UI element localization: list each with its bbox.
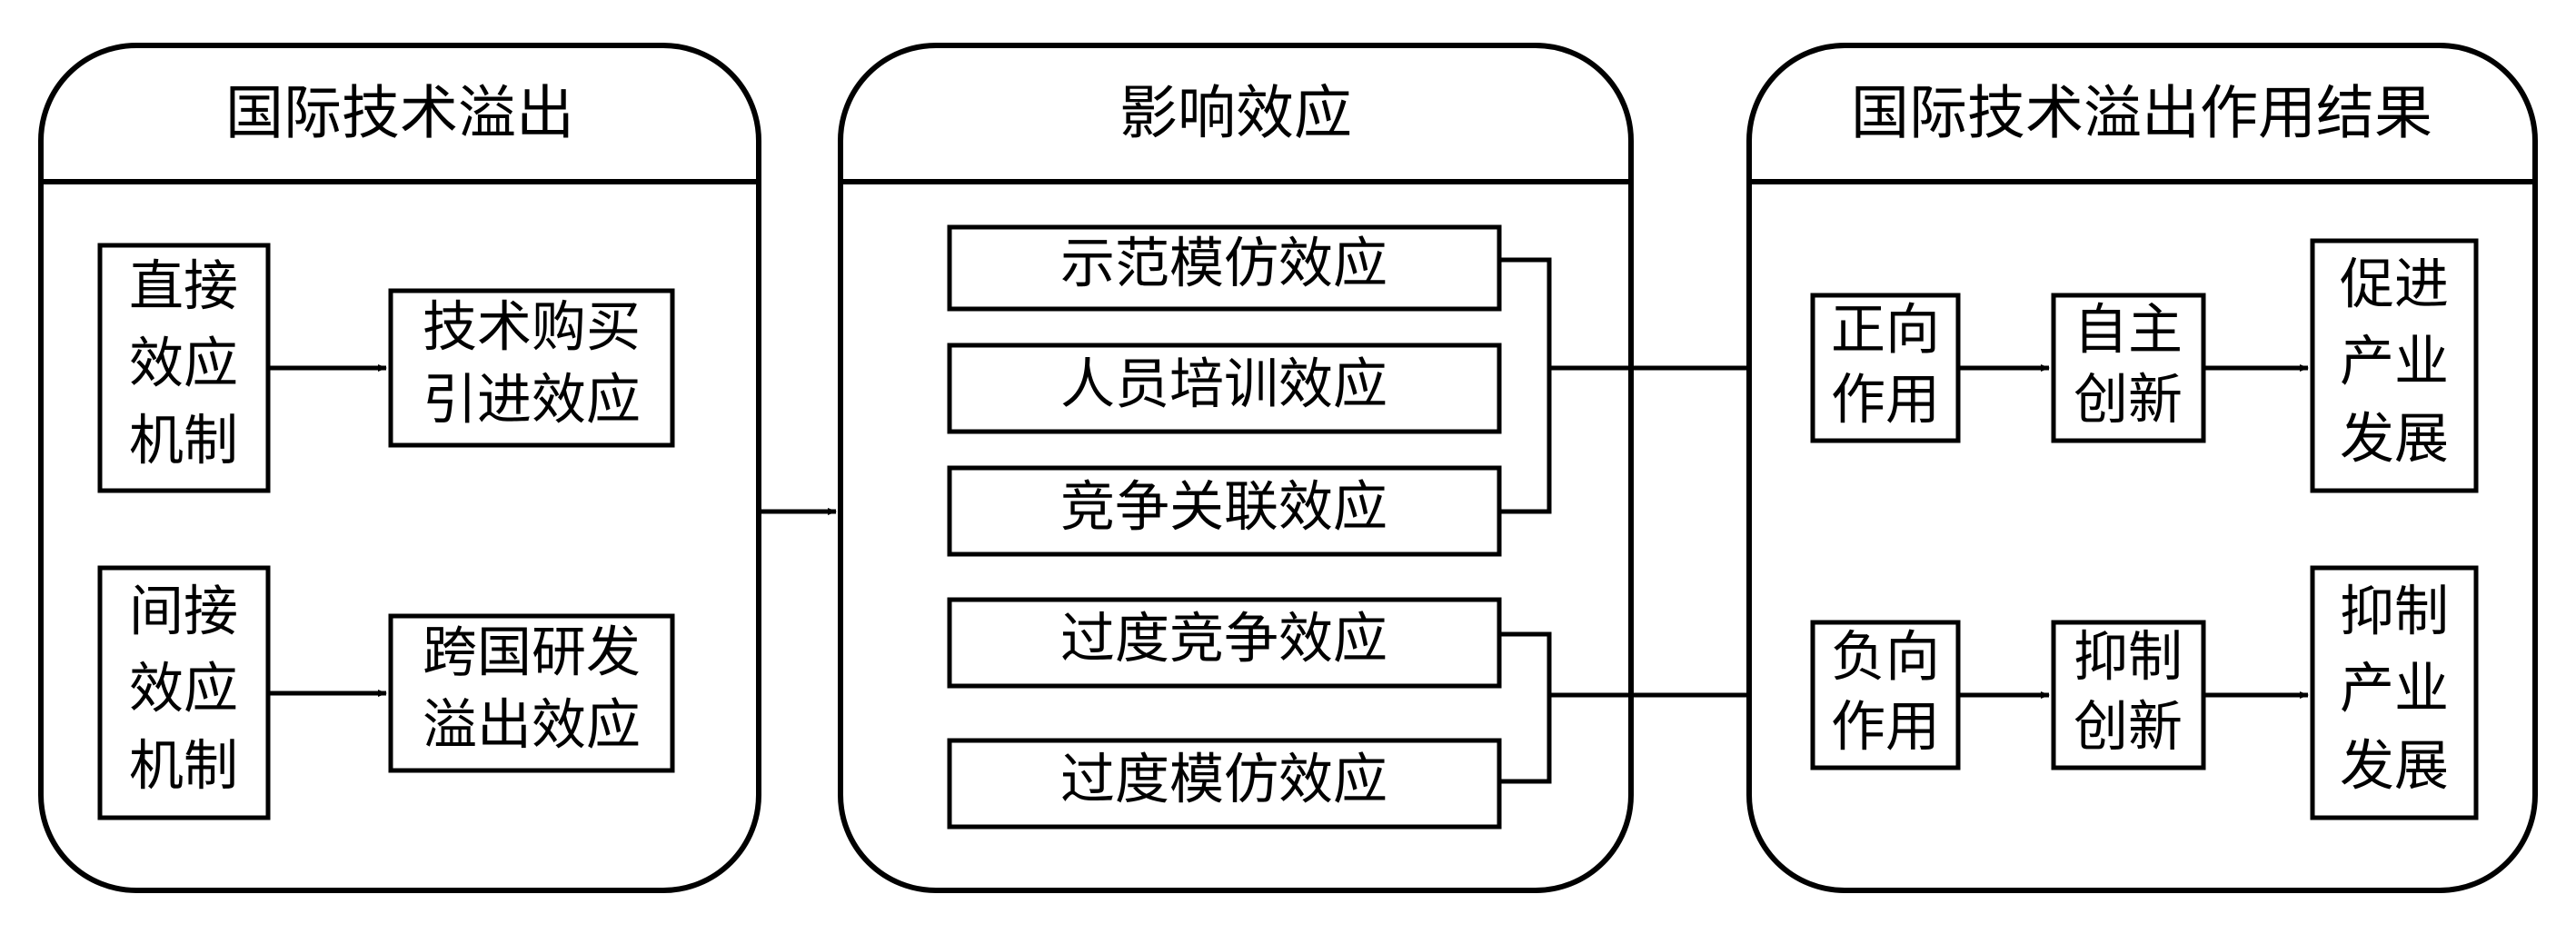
panel-result-title: 国际技术溢出作用结果 xyxy=(1851,81,2432,148)
negative-action-line-1: 负向 xyxy=(1831,626,1940,690)
positive-industry-line-2: 产业 xyxy=(2340,331,2449,394)
negative-action-box: 负向 作用 xyxy=(1810,620,1961,770)
positive-action-box: 正向 作用 xyxy=(1810,293,1961,443)
effect-competition-box: 竞争关联效应 xyxy=(947,465,1502,557)
effect-demonstration-label: 示范模仿效应 xyxy=(1060,233,1387,296)
effect-overcompetition-box: 过度竞争效应 xyxy=(947,597,1502,689)
indirect-effect-line-1: 跨国研发 xyxy=(423,621,641,685)
indirect-effect-box: 跨国研发 溢出效应 xyxy=(388,613,675,773)
negative-action-line-2: 作用 xyxy=(1831,696,1940,760)
direct-effect-line-2: 引进效应 xyxy=(423,369,641,432)
panel-impact-title: 影响效应 xyxy=(1119,81,1352,148)
positive-action-line-2: 作用 xyxy=(1831,369,1940,432)
panel-impact: 影响效应 示范模仿效应 人员培训效应 竞争关联效应 过度竞争效应 过度模仿效应 xyxy=(838,43,1634,893)
negative-industry-line-1: 抑制 xyxy=(2340,581,2449,644)
indirect-mechanism-line-3: 机制 xyxy=(129,735,238,799)
effect-overimitation-label: 过度模仿效应 xyxy=(1060,749,1387,812)
positive-industry-line-1: 促进 xyxy=(2340,253,2449,317)
indirect-effect-line-2: 溢出效应 xyxy=(423,694,641,758)
direct-mechanism-line-1: 直接 xyxy=(129,255,238,319)
indirect-mechanism-line-2: 效应 xyxy=(129,658,238,721)
negative-industry-line-2: 产业 xyxy=(2340,658,2449,721)
direct-mechanism-line-2: 效应 xyxy=(129,333,238,396)
indirect-mechanism-box: 间接 效应 机制 xyxy=(97,565,271,820)
negative-innovation-box: 抑制 创新 xyxy=(2051,620,2206,770)
positive-innovation-line-2: 创新 xyxy=(2074,369,2183,432)
negative-innovation-line-1: 抑制 xyxy=(2074,626,2183,690)
negative-industry-line-3: 发展 xyxy=(2340,735,2449,799)
positive-industry-line-3: 发展 xyxy=(2340,408,2449,472)
negative-industry-box: 抑制 产业 发展 xyxy=(2310,565,2479,820)
positive-innovation-box: 自主 创新 xyxy=(2051,293,2206,443)
positive-industry-box: 促进 产业 发展 xyxy=(2310,238,2479,493)
panel-spillover: 国际技术溢出 直接 效应 机制 技术购买 引进效应 间接 效应 机制 跨国研发 … xyxy=(38,43,761,893)
positive-action-line-1: 正向 xyxy=(1831,299,1940,363)
positive-bracket xyxy=(1499,257,1552,514)
effect-training-box: 人员培训效应 xyxy=(947,343,1502,434)
panel-result: 国际技术溢出作用结果 正向 作用 自主 创新 促进 产业 发展 负向 作用 xyxy=(1746,43,2538,893)
indirect-mechanism-line-1: 间接 xyxy=(129,581,238,644)
direct-mechanism-line-3: 机制 xyxy=(129,410,238,473)
effect-competition-label: 竞争关联效应 xyxy=(1060,476,1387,540)
direct-effect-box: 技术购买 引进效应 xyxy=(388,288,675,448)
positive-innovation-line-1: 自主 xyxy=(2074,299,2183,363)
effect-demonstration-box: 示范模仿效应 xyxy=(947,224,1502,312)
effect-overcompetition-label: 过度竞争效应 xyxy=(1060,608,1387,671)
direct-mechanism-box: 直接 效应 机制 xyxy=(97,243,271,493)
negative-bracket xyxy=(1499,631,1552,784)
effect-training-label: 人员培训效应 xyxy=(1060,353,1387,417)
direct-effect-line-1: 技术购买 xyxy=(423,296,641,360)
effect-overimitation-box: 过度模仿效应 xyxy=(947,738,1502,830)
negative-innovation-line-2: 创新 xyxy=(2074,696,2183,760)
panel-spillover-title: 国际技术溢出 xyxy=(225,81,574,148)
